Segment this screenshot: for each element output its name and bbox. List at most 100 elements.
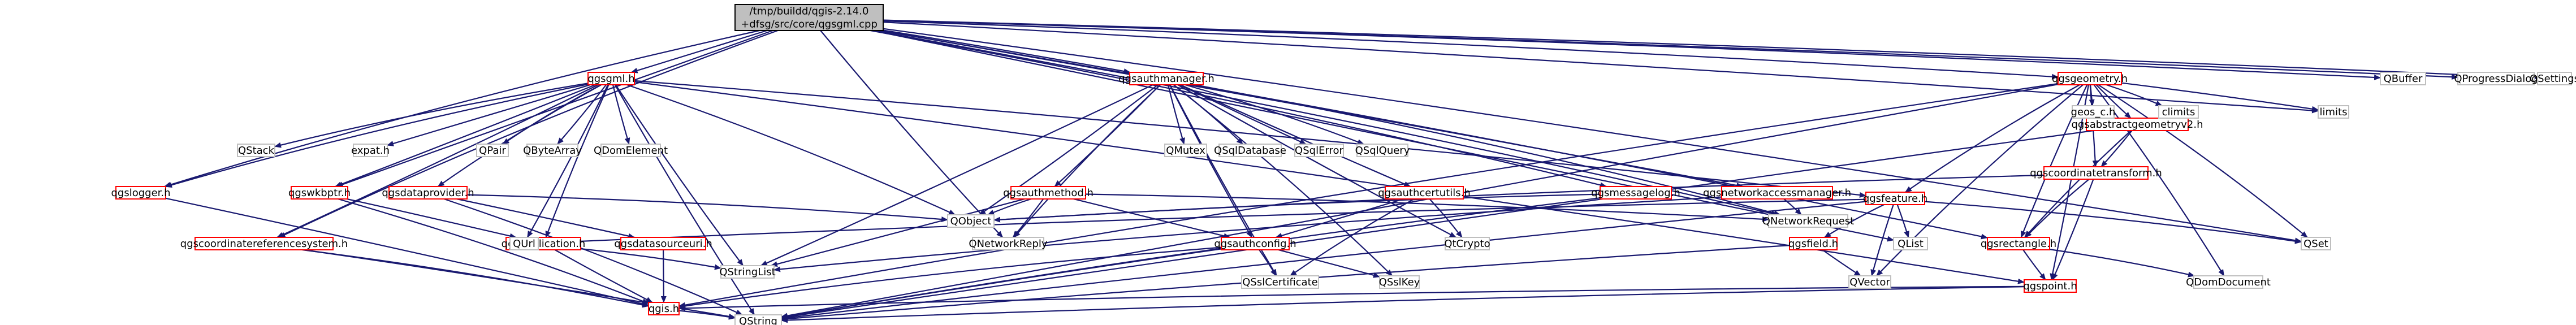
node-label: QString <box>739 315 777 325</box>
node-QList: QList <box>1893 237 1928 250</box>
node-QSslCertificate: QSslCertificate <box>1241 275 1319 289</box>
node-QNetworkReply: QNetworkReply <box>969 237 1048 250</box>
edge-qgsauthconfig-to-qgis <box>678 246 1222 309</box>
node-label: qgsfeature.h <box>1863 193 1927 205</box>
node-box <box>620 237 706 250</box>
node-box <box>2301 237 2331 250</box>
node-QBuffer: QBuffer <box>2380 72 2426 85</box>
edge-qgscoordinatetransform-to-qgspoint <box>2052 179 2094 280</box>
node-box <box>2058 72 2122 85</box>
node-qgscoordinatereferencesystem[interactable]: qgscoordinatereferencesystem.h <box>180 237 348 250</box>
node-QSslKey: QSslKey <box>1379 275 1420 289</box>
node-qgsrectangle[interactable]: qgsrectangle.h <box>1981 237 2056 250</box>
node-qgswkbptr[interactable]: qgswkbptr.h <box>288 186 351 200</box>
edge-qgswkbptr-to-qgsapplication <box>347 198 517 239</box>
edge-root-to-qgswkbptr <box>336 29 773 188</box>
node-label: QSqlError <box>1295 145 1343 157</box>
node-qgsauthmanager[interactable]: qgsauthmanager.h <box>1118 72 1214 85</box>
node-box <box>1241 275 1319 289</box>
edge-qgsauthconfig-to-QString <box>781 248 1222 319</box>
node-box <box>1987 237 2050 250</box>
node-label: climits <box>2162 106 2195 118</box>
edge-qgsauthconfig-to-QSslCertificate <box>1259 249 1277 276</box>
edge-root-to-qgsmessagelog <box>870 29 1607 188</box>
edge-qgsfeature-to-QUrl <box>538 198 1866 246</box>
edge-qgsnetworkaccessmanager-to-QStringList <box>773 196 1722 272</box>
edge-qgsapplication-to-qgis <box>554 249 653 303</box>
node-qgspoint[interactable]: qgspoint.h <box>2023 279 2077 293</box>
edge-qgsauthmethod-to-QObject <box>987 198 1032 216</box>
node-label: QVector <box>1849 276 1890 288</box>
edge-qgsauthmanager-to-QSslKey <box>1173 84 1393 276</box>
node-expat: expat.h <box>351 144 390 157</box>
node-QObject: QObject <box>947 214 995 228</box>
node-QUrl: QUrl <box>509 237 539 250</box>
node-box <box>1129 72 1204 85</box>
node-label: QStack <box>238 145 275 157</box>
node-box <box>353 144 388 157</box>
node-label: QtCrypto <box>1444 238 1490 250</box>
node-QSet: QSet <box>2301 237 2331 250</box>
node-QMutex: QMutex <box>1164 144 1207 157</box>
node-qgsgml[interactable]: qgsgml.h <box>587 72 635 85</box>
edge-qgsauthconfig-to-QSslKey <box>1278 249 1380 278</box>
edge-qgsdataprovider-to-qgsdatasourceuri <box>456 198 636 239</box>
edge-qgsgeometry-to-qgsabstractgeometryv2 <box>2095 84 2132 119</box>
node-qgslogger[interactable]: qgslogger.h <box>111 186 171 200</box>
edge-qgsgml-to-qgscoordinatereferencesystem <box>276 84 599 238</box>
node-QPair: QPair <box>476 144 509 157</box>
edge-qgsgml-to-QStringList <box>615 84 744 266</box>
node-box <box>947 214 995 228</box>
edge-qgsgeometry-to-qgis <box>678 83 2059 308</box>
node-label: +dfsg/src/core/qgsgml.cpp <box>741 19 878 31</box>
node-box <box>734 4 884 31</box>
node-qgsauthconfig[interactable]: qgsauthconfig.h <box>1214 237 1296 250</box>
node-qgsfield[interactable]: qgsfield.h <box>1788 237 1838 250</box>
node-box <box>720 265 775 279</box>
node-label: QSqlDatabase <box>1214 145 1286 157</box>
edge-qgsgml-to-qgsfeature <box>634 80 1866 198</box>
node-qgsdatasourceuri[interactable]: qgsdatasourceuri.h <box>614 237 712 250</box>
node-qgis[interactable]: qgis.h <box>648 302 680 315</box>
node-qgsgeometry[interactable]: qgsgeometry.h <box>2052 72 2128 85</box>
node-qgsauthmethod[interactable]: qgsauthmethod.h <box>1003 186 1093 200</box>
node-qgsmessagelog[interactable]: qgsmessagelog.h <box>1591 186 1680 200</box>
node-label: qgsdatasourceuri.h <box>614 238 712 250</box>
node-label: QByteArray <box>523 145 582 157</box>
edge-qgsgml-to-QDomElement <box>612 84 630 145</box>
node-box <box>2380 72 2426 85</box>
edge-qgsauthmanager-to-QObject <box>979 84 1159 215</box>
node-QByteArray: QByteArray <box>523 144 582 157</box>
node-qgsfeature[interactable]: qgsfeature.h <box>1863 192 1927 205</box>
node-qgscoordinatetransform[interactable]: qgscoordinatetransform.h <box>2030 166 2162 180</box>
edge-qgsnetworkaccessmanager-to-QNetworkRequest <box>1783 198 1802 215</box>
node-box <box>1385 186 1464 200</box>
node-label: geos_c.h <box>2071 106 2116 118</box>
edge-qgsgml-to-expat <box>387 84 591 146</box>
edge-qgsdataprovider-to-QObject <box>466 194 948 222</box>
node-QStack: QStack <box>237 144 275 157</box>
edge-qgsfeature-to-QVector <box>1870 204 1894 276</box>
node-box <box>1848 275 1891 289</box>
node-root[interactable]: /tmp/buildd/qgis-2.14.0+dfsg/src/core/qg… <box>734 4 884 31</box>
node-QStringList: QStringList <box>719 265 776 279</box>
node-box <box>1164 144 1207 157</box>
node-label: QDomElement <box>594 145 668 157</box>
node-qgsdataprovider[interactable]: qgsdataprovider.h <box>382 186 474 200</box>
node-box <box>1445 237 1490 250</box>
node-qgsauthcertutils[interactable]: qgsauthcertutils.h <box>1378 186 1471 200</box>
node-qgsabstractgeometryv2[interactable]: qgsabstractgeometryv2.h <box>2072 118 2203 131</box>
node-label: QSettings <box>2530 73 2576 85</box>
edge-qgsmessagelog-to-QObject <box>993 193 1601 223</box>
node-geos_c: geos_c.h <box>2071 105 2116 119</box>
edge-root-to-QNetworkReply <box>820 30 1004 238</box>
node-QString: QString <box>734 314 782 325</box>
node-label: qgsauthcertutils.h <box>1378 187 1471 199</box>
node-label: qgsdataprovider.h <box>382 187 474 199</box>
edge-qgsauthmethod-to-QStringList <box>770 198 1025 267</box>
node-box <box>1379 275 1420 289</box>
node-qgsnetworkaccessmanager[interactable]: qgsnetworkaccessmanager.h <box>1703 186 1851 200</box>
node-label: QProgressDialog <box>2454 73 2538 85</box>
edge-root-to-QSet <box>883 28 2302 244</box>
edge-qgsgeometry-to-QSet <box>2098 84 2308 238</box>
